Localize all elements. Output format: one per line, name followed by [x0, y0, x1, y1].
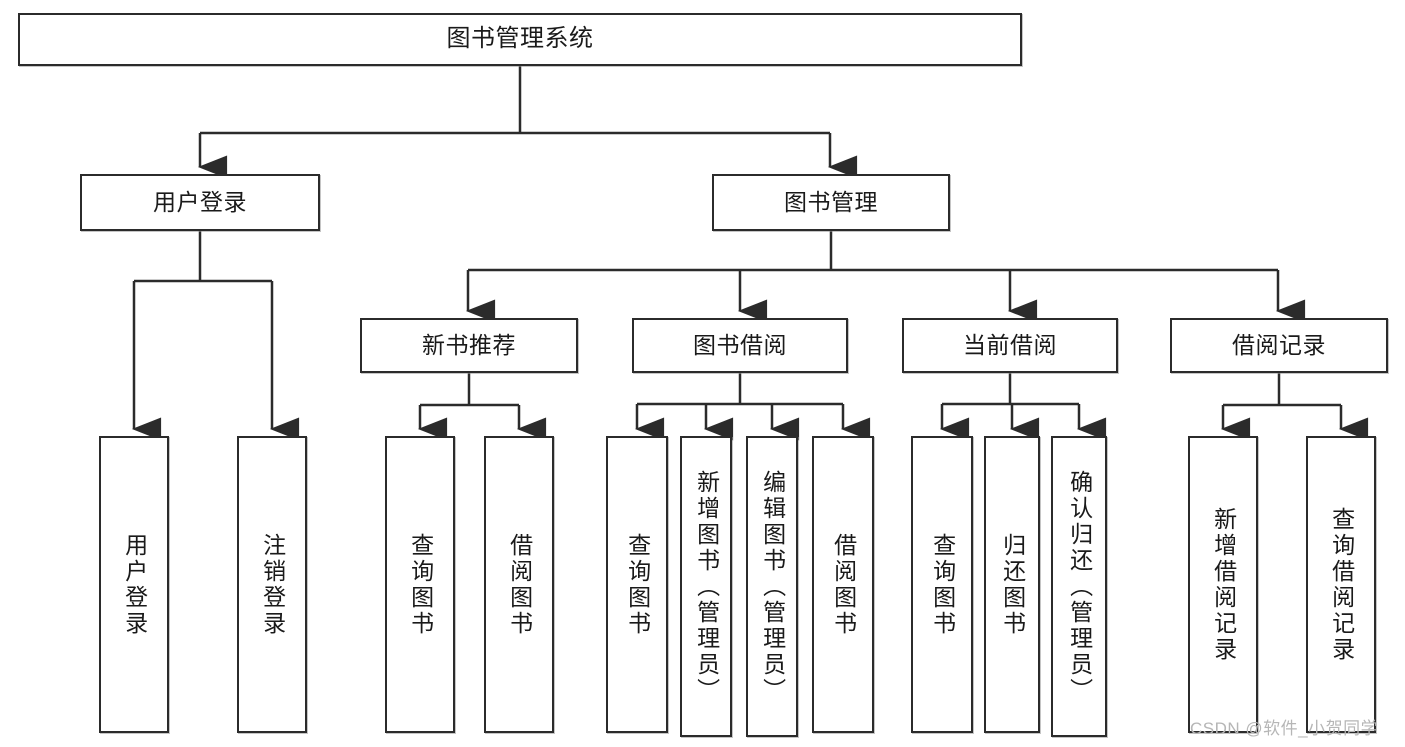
node-book-manage-label: 图书管理 — [784, 188, 878, 215]
node-leaf-add-book-admin[interactable]: 新增图书（管理员） — [680, 436, 732, 737]
node-leaf-borrow-book-rec-label: 借阅图书 — [506, 532, 533, 637]
node-root-label: 图书管理系统 — [446, 25, 594, 53]
node-book-borrow[interactable]: 图书借阅 — [632, 318, 848, 373]
node-leaf-confirm-return-admin-label: 确认归还（管理员） — [1066, 469, 1093, 704]
node-leaf-user-logout-label: 注销登录 — [259, 532, 286, 637]
node-leaf-add-book-admin-label: 新增图书（管理员） — [693, 469, 720, 704]
node-root[interactable]: 图书管理系统 — [18, 13, 1022, 66]
node-leaf-query-book-rec-label: 查询图书 — [407, 532, 434, 637]
node-borrow-record[interactable]: 借阅记录 — [1170, 318, 1388, 373]
node-leaf-add-borrow-record[interactable]: 新增借阅记录 — [1188, 436, 1258, 733]
node-leaf-edit-book-admin-label: 编辑图书（管理员） — [759, 469, 786, 704]
node-leaf-query-book-borrow[interactable]: 查询图书 — [606, 436, 668, 733]
node-new-book-recommendation[interactable]: 新书推荐 — [360, 318, 578, 373]
node-leaf-borrow-book-rec[interactable]: 借阅图书 — [484, 436, 554, 733]
node-user-login-label: 用户登录 — [153, 188, 247, 215]
node-leaf-query-book-borrow-label: 查询图书 — [624, 532, 651, 637]
node-leaf-query-book-current[interactable]: 查询图书 — [911, 436, 973, 733]
node-leaf-return-book[interactable]: 归还图书 — [984, 436, 1040, 733]
node-leaf-return-book-label: 归还图书 — [999, 532, 1026, 637]
node-leaf-query-borrow-record[interactable]: 查询借阅记录 — [1306, 436, 1376, 733]
node-current-borrow-label: 当前借阅 — [963, 331, 1057, 358]
node-leaf-user-logout[interactable]: 注销登录 — [237, 436, 307, 733]
node-leaf-query-book-current-label: 查询图书 — [929, 532, 956, 637]
node-borrow-record-label: 借阅记录 — [1232, 331, 1326, 358]
node-leaf-add-borrow-record-label: 新增借阅记录 — [1210, 506, 1237, 663]
node-leaf-query-book-rec[interactable]: 查询图书 — [385, 436, 455, 733]
node-new-book-recommendation-label: 新书推荐 — [422, 331, 516, 358]
node-book-borrow-label: 图书借阅 — [693, 331, 787, 358]
node-user-login[interactable]: 用户登录 — [80, 174, 320, 231]
node-leaf-edit-book-admin[interactable]: 编辑图书（管理员） — [746, 436, 798, 737]
node-leaf-query-borrow-record-label: 查询借阅记录 — [1328, 506, 1355, 663]
node-leaf-user-login[interactable]: 用户登录 — [99, 436, 169, 733]
node-leaf-user-login-label: 用户登录 — [121, 532, 148, 637]
node-current-borrow[interactable]: 当前借阅 — [902, 318, 1118, 373]
node-book-manage[interactable]: 图书管理 — [712, 174, 950, 231]
node-leaf-borrow-book-borrow-label: 借阅图书 — [830, 532, 857, 637]
watermark: CSDN @软件_小贺同学 — [1190, 719, 1379, 738]
node-leaf-confirm-return-admin[interactable]: 确认归还（管理员） — [1051, 436, 1107, 737]
node-leaf-borrow-book-borrow[interactable]: 借阅图书 — [812, 436, 874, 733]
